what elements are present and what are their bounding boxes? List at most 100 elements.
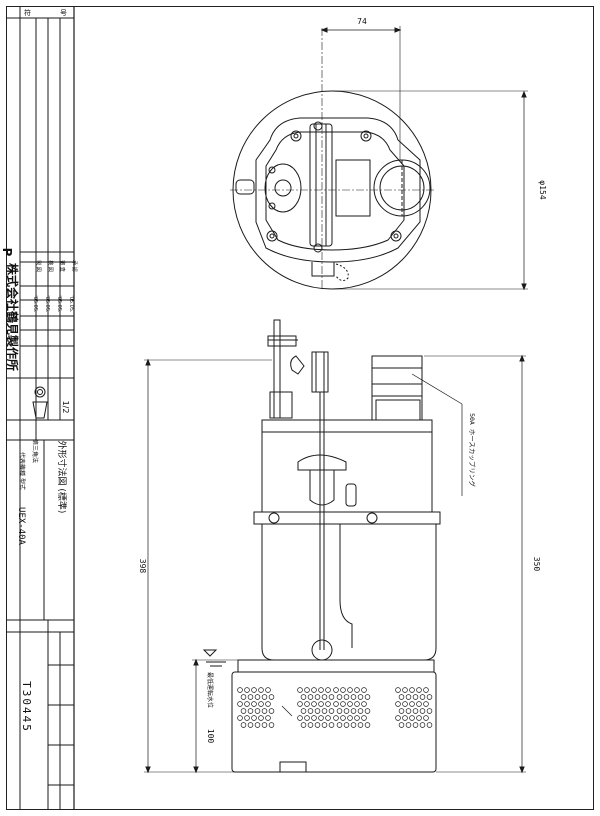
strainer-hole [423, 687, 429, 693]
strainer-hole [318, 687, 324, 693]
strainer-hole [325, 715, 331, 721]
strainer-hole [395, 715, 401, 721]
strainer-hole [398, 708, 405, 714]
strainer-hole [423, 701, 429, 707]
strainer-hole [240, 708, 247, 714]
strainer-hole [350, 722, 357, 728]
strainer-hole [314, 722, 321, 728]
strainer-hole [240, 722, 247, 728]
strainer-hole [268, 694, 275, 700]
strainer-hole [405, 694, 412, 700]
strainer-hole [265, 687, 271, 693]
strainer-hole [254, 708, 261, 714]
approval-row-2: 検 図 [47, 260, 53, 272]
strainer-hole [325, 687, 331, 693]
strainer-hole [325, 701, 331, 707]
strainer-hole [311, 701, 317, 707]
strainer-hole [251, 701, 257, 707]
strainer-hole [247, 694, 254, 700]
strainer-hole [350, 694, 357, 700]
approval-date-3: '05.05. [56, 295, 62, 313]
strainer-hole [412, 722, 419, 728]
strainer-hole [321, 694, 328, 700]
strainer-hole [307, 708, 314, 714]
drawing-number: T30445 [20, 681, 33, 733]
strainer-hole [354, 687, 360, 693]
strainer-hole [398, 694, 405, 700]
strainer-hole [395, 687, 401, 693]
strainer-hole [254, 722, 261, 728]
strainer-hole [343, 722, 350, 728]
strainer-hole [347, 701, 353, 707]
strainer-hole [364, 722, 371, 728]
strainer-hole [307, 694, 314, 700]
strainer-hole [347, 715, 353, 721]
strainer-hole [340, 687, 346, 693]
strainer-hole [268, 722, 275, 728]
top-view [230, 26, 528, 291]
strainer-hole [237, 701, 243, 707]
strainer-hole [297, 715, 303, 721]
strainer-hole [340, 701, 346, 707]
dim-bottom-note: 最低運転水位 [206, 672, 214, 708]
strainer-hole [333, 687, 339, 693]
strainer-hole [357, 694, 364, 700]
strainer-hole [321, 708, 328, 714]
strainer-hole [409, 715, 415, 721]
strainer-hole [426, 708, 433, 714]
strainer-hole [409, 687, 415, 693]
strainer-hole [247, 722, 254, 728]
strainer-hole [357, 722, 364, 728]
company-name: 株式会社鶴見製作所 [5, 262, 19, 371]
strainer-hole [244, 687, 250, 693]
approval-date-2: '05.05. [44, 295, 50, 313]
strainer-hole [297, 701, 303, 707]
strainer-hole [328, 708, 335, 714]
strainer-hole [361, 701, 367, 707]
strainer-hole [244, 715, 250, 721]
title-block [6, 6, 75, 810]
strainer-hole [354, 715, 360, 721]
scale-value: 1/2 [61, 400, 70, 414]
strainer-hole [258, 701, 264, 707]
strainer-hole [364, 694, 371, 700]
strainer-hole [336, 694, 343, 700]
strainer-hole [426, 722, 433, 728]
strainer-hole [419, 708, 426, 714]
strainer-hole [318, 715, 324, 721]
strainer-hole [268, 708, 275, 714]
dim-bottom-height: 100 [206, 729, 215, 744]
strainer-hole [251, 715, 257, 721]
strainer-hole [307, 722, 314, 728]
strainer-hole [333, 715, 339, 721]
strainer-hole [416, 715, 422, 721]
strainer-holes [237, 687, 433, 728]
strainer-hole [416, 701, 422, 707]
strainer-hole [357, 708, 364, 714]
strainer-hole [314, 708, 321, 714]
approval-row-1: 製 図 [35, 260, 41, 272]
strainer-hole [240, 694, 247, 700]
strainer-hole [314, 694, 321, 700]
strainer-hole [395, 701, 401, 707]
strainer-hole [258, 687, 264, 693]
strainer-hole [343, 708, 350, 714]
corner-mark-1: 符 [24, 9, 31, 17]
strainer-hole [304, 715, 310, 721]
strainer-hole [412, 708, 419, 714]
strainer-hole [416, 687, 422, 693]
strainer-hole [336, 722, 343, 728]
strainer-hole [412, 694, 419, 700]
strainer-hole [354, 701, 360, 707]
approval-date-1: '05.05. [32, 295, 38, 313]
strainer-hole [300, 694, 307, 700]
strainer-hole [336, 708, 343, 714]
strainer-hole [304, 701, 310, 707]
strainer-hole [398, 722, 405, 728]
strainer-hole [261, 694, 268, 700]
strainer-hole [311, 715, 317, 721]
strainer-hole [347, 687, 353, 693]
strainer-hole [361, 687, 367, 693]
strainer-hole [402, 715, 408, 721]
